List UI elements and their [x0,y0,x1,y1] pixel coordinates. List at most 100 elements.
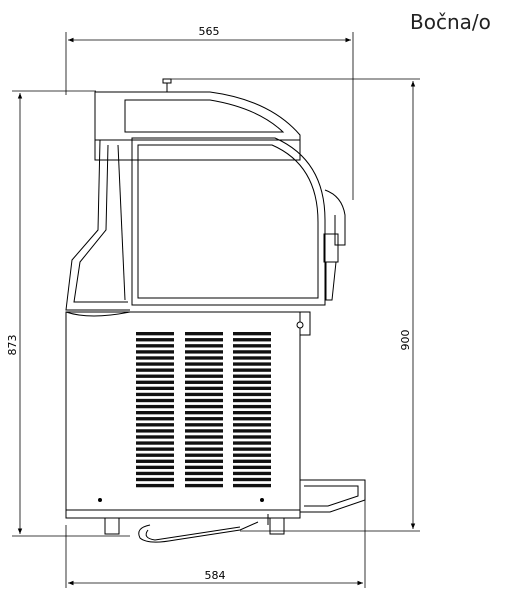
vent-slat [185,398,223,403]
vent-slat [185,435,223,439]
vent-grille-right [233,332,271,488]
drip-tray [299,479,366,513]
vent-slat [185,471,223,476]
vent-slat [233,338,271,342]
vent-slat [136,465,174,470]
lid [94,91,301,141]
vent-slat [136,338,174,342]
vent-slat [185,447,223,451]
vent-slat [136,356,174,360]
bowl [131,137,326,306]
vent-slat [233,368,271,372]
vent-slat [185,344,223,348]
dimension-bottom-label: 584 [205,569,226,582]
vent-slat [233,465,271,470]
dimension-left-label: 873 [6,335,19,356]
foot-front [269,517,285,535]
vent-slat [136,362,174,366]
tap-handle [324,189,346,246]
vent-slat [233,471,271,476]
vent-slat [233,332,271,336]
vent-slat [136,477,174,482]
vent-slat [136,368,174,372]
vent-slat [136,453,174,457]
vent-slat [185,459,223,463]
vent-slat [233,447,271,451]
vent-slat [233,441,271,445]
vent-slat [185,368,223,372]
vent-slat [185,386,223,391]
vent-slat [136,344,174,348]
vent-slat [136,404,174,409]
vent-slat [136,392,174,397]
vent-slat [185,453,223,457]
vent-slat [136,411,174,415]
dimension-right-label: 900 [399,330,412,351]
base [65,509,301,519]
vent-slat [233,453,271,457]
top-knob [162,78,172,84]
vent-slat [185,350,223,354]
vent-slat [233,417,271,421]
machine-body [65,78,366,543]
vent-slat [185,423,223,427]
vent-slat [185,483,223,488]
vent-slat [136,441,174,445]
vent-slat [136,429,174,433]
vent-grille-middle [185,332,223,488]
vent-slat [136,386,174,391]
vent-slat [233,350,271,354]
vent-slat [233,344,271,348]
vent-slat [136,417,174,421]
vent-slat [185,404,223,409]
vent-slat [136,380,174,384]
vent-slat [185,338,223,342]
vent-slat [185,477,223,482]
tap-valve [323,233,339,263]
pipe [138,521,259,543]
vent-slat [233,374,271,378]
vent-slat [185,429,223,433]
vent-slat [233,398,271,403]
dimension-left [12,90,130,537]
vent-slat [233,392,271,397]
vent-slat [233,356,271,360]
vent-slat [185,374,223,378]
vent-slat [185,362,223,366]
vent-slat [233,380,271,384]
vent-slat [136,350,174,354]
vent-slat [185,392,223,397]
dimension-top [65,32,354,200]
vent-slat [136,471,174,476]
vent-slat [185,356,223,360]
foot-rear [104,517,120,535]
vent-slat [136,374,174,378]
vent-slat [136,332,174,336]
vent-slat [185,380,223,384]
vent-slat [136,435,174,439]
vent-slat [136,423,174,427]
vent-slat [233,477,271,482]
view-title: Bočna/o [410,10,491,34]
vent-slat [185,465,223,470]
vent-slat [233,404,271,409]
vent-slat [233,411,271,415]
vent-slat [136,459,174,463]
vent-slat [233,429,271,433]
vent-slat [185,417,223,421]
vent-slat [185,441,223,445]
vent-slat [136,483,174,488]
vent-slat [185,411,223,415]
vent-slat [136,398,174,403]
vent-slat [185,332,223,336]
lid-window [124,99,285,133]
vent-slat [233,459,271,463]
vent-slat [136,447,174,451]
vent-slat [233,435,271,439]
dimension-top-label: 565 [199,25,220,38]
vent-slat [233,483,271,488]
vent-slat [233,423,271,427]
vent-slat [233,362,271,366]
vent-grille-left [136,332,174,488]
